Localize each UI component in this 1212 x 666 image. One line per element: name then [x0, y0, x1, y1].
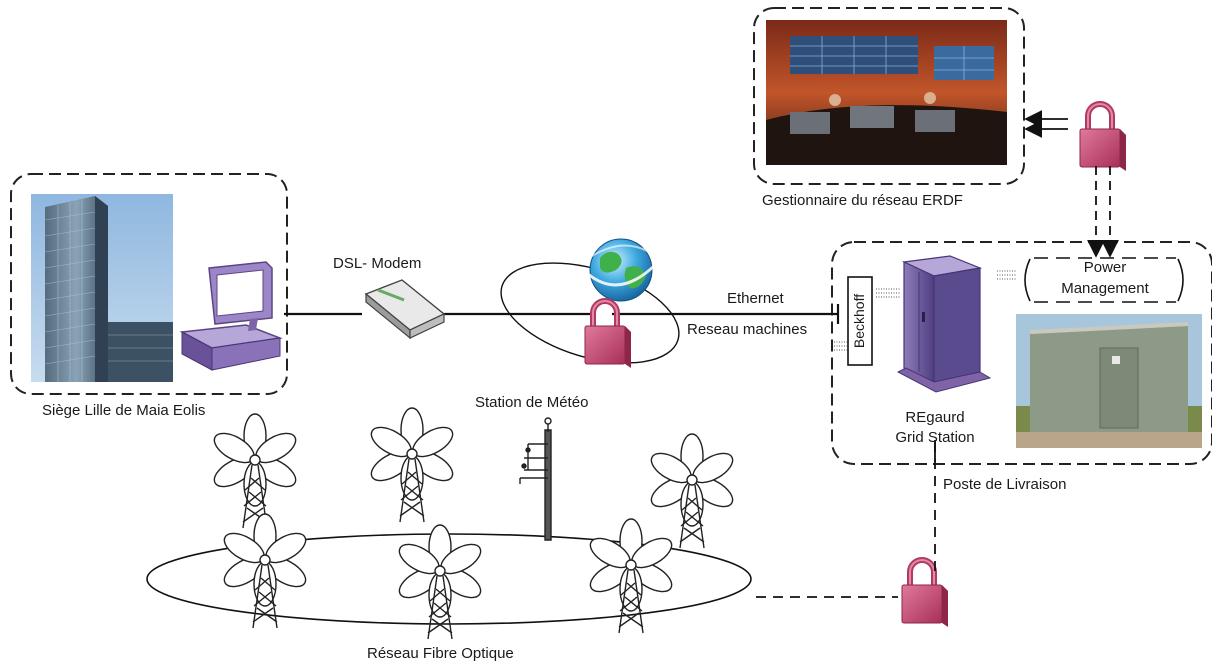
siege-label: Siège Lille de Maia Eolis	[42, 402, 206, 419]
regaurd-label-line1: REgaurd	[905, 409, 965, 426]
connector-dots-beckhoff	[834, 288, 900, 351]
dsl-modem-label: DSL- Modem	[333, 255, 422, 272]
ethernet-label: Ethernet	[727, 290, 784, 307]
office-building-image	[31, 194, 173, 382]
control-room-image	[766, 20, 1007, 165]
wind-turbine-icon-2	[365, 407, 459, 523]
dsl-modem-icon	[364, 279, 446, 340]
lock-icon-erdf	[1080, 104, 1126, 171]
poste-livraison-label: Poste de Livraison	[943, 476, 1067, 493]
fibre-optique-label: Réseau Fibre Optique	[367, 645, 514, 662]
power-management-box	[1024, 257, 1184, 303]
gestionnaire-group-box	[753, 7, 1025, 185]
weather-mast-icon	[519, 417, 552, 541]
poste-group-box	[831, 241, 1212, 465]
lock-icon-internet	[585, 301, 631, 368]
siege-group-box	[10, 173, 288, 395]
regaurd-label-line2: Grid Station	[895, 429, 975, 446]
connector-dots-power	[997, 270, 1016, 280]
station-meteo-label: Station de Météo	[475, 394, 589, 411]
wind-turbine-icon-6	[584, 518, 678, 634]
reseau-machines-label: Reseau machines	[687, 321, 808, 338]
desktop-computer-icon	[179, 261, 283, 371]
globe-icon	[587, 238, 658, 302]
wind-turbine-icon-1	[208, 413, 302, 529]
wind-turbine-icon-5	[393, 524, 487, 640]
power-management-label-line2: Management	[1061, 280, 1149, 297]
beckhoff-box	[847, 276, 873, 366]
gestionnaire-label: Gestionnaire du réseau ERDF	[762, 192, 963, 209]
server-cabinet-icon	[896, 255, 992, 393]
power-management-label-line1: Power	[1083, 259, 1127, 276]
beckhoff-label: Beckhoff	[851, 293, 867, 349]
wind-turbine-icon-3	[645, 433, 739, 549]
substation-image	[1016, 314, 1202, 448]
lock-icon-fibre	[902, 560, 948, 627]
